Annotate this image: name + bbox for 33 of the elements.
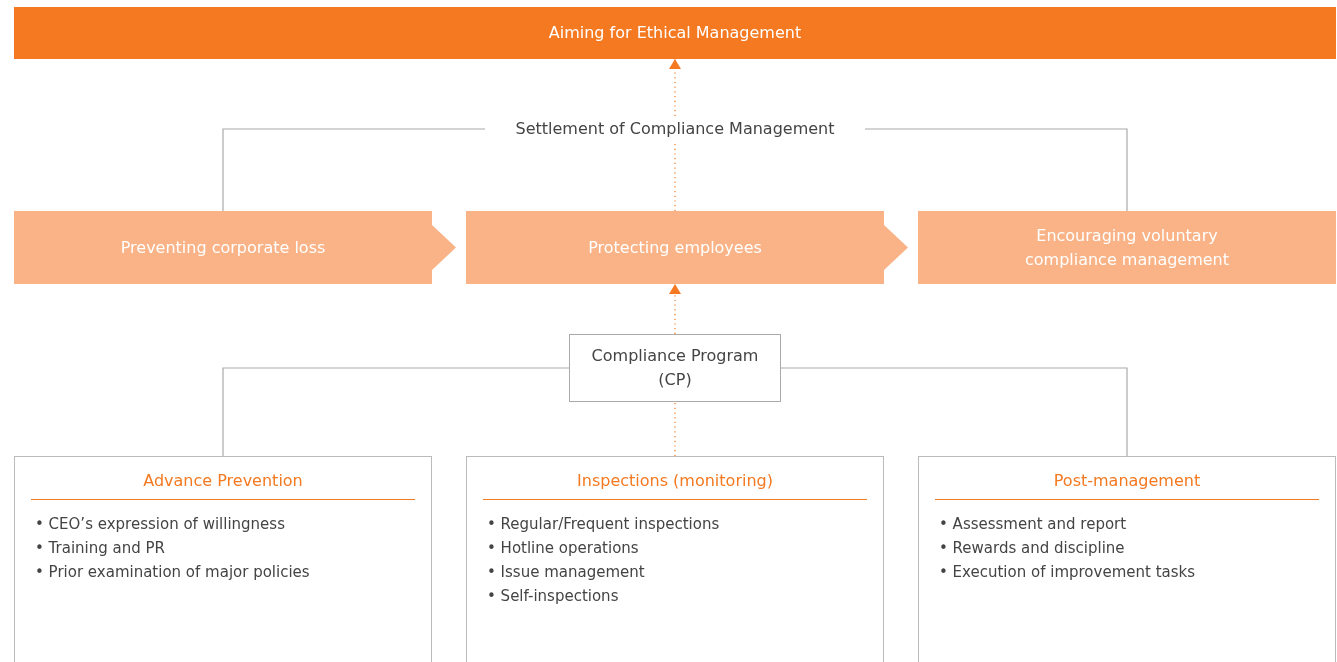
list-card xyxy=(14,456,432,662)
node-label: Encouraging voluntary compliance management xyxy=(1023,224,1231,271)
list-item: • CEO’s expression of willingness xyxy=(35,514,286,535)
connector-line xyxy=(780,367,1128,457)
node-label: Compliance Program (CP) xyxy=(590,345,760,391)
list-card xyxy=(466,456,884,662)
node-label: Preventing corporate loss xyxy=(120,236,326,259)
list-item: • Training and PR xyxy=(35,538,167,559)
list-item: • Issue management xyxy=(487,562,646,583)
step-box xyxy=(918,211,1336,284)
card-heading: Advance Prevention xyxy=(31,467,415,500)
list-item: • Prior examination of major policies xyxy=(35,562,311,583)
list-item: • Assessment and report xyxy=(939,514,1128,535)
list-item: • Hotline operations xyxy=(487,538,640,559)
connector-line xyxy=(222,128,486,212)
connector-line xyxy=(864,128,1128,212)
card-heading: Post-management xyxy=(935,467,1319,500)
connector-line xyxy=(222,367,570,457)
node-label: Settlement of Compliance Management xyxy=(515,118,835,140)
dotted-arrow xyxy=(669,58,681,117)
card-heading: Inspections (monitoring) xyxy=(483,467,867,500)
list-item: • Self-inspections xyxy=(487,586,620,607)
node-label: Aiming for Ethical Management xyxy=(548,22,802,44)
list-item: • Execution of improvement tasks xyxy=(939,562,1197,583)
list-item: • Regular/Frequent inspections xyxy=(487,514,721,535)
list-item: • Rewards and discipline xyxy=(939,538,1126,559)
dotted-arrow xyxy=(669,283,681,335)
chevron-arrow xyxy=(432,225,456,270)
node-label: Protecting employees xyxy=(588,236,762,259)
process-box xyxy=(569,334,781,402)
goal-banner xyxy=(14,7,1336,59)
chevron-arrow xyxy=(884,225,908,270)
list-card xyxy=(918,456,1336,662)
